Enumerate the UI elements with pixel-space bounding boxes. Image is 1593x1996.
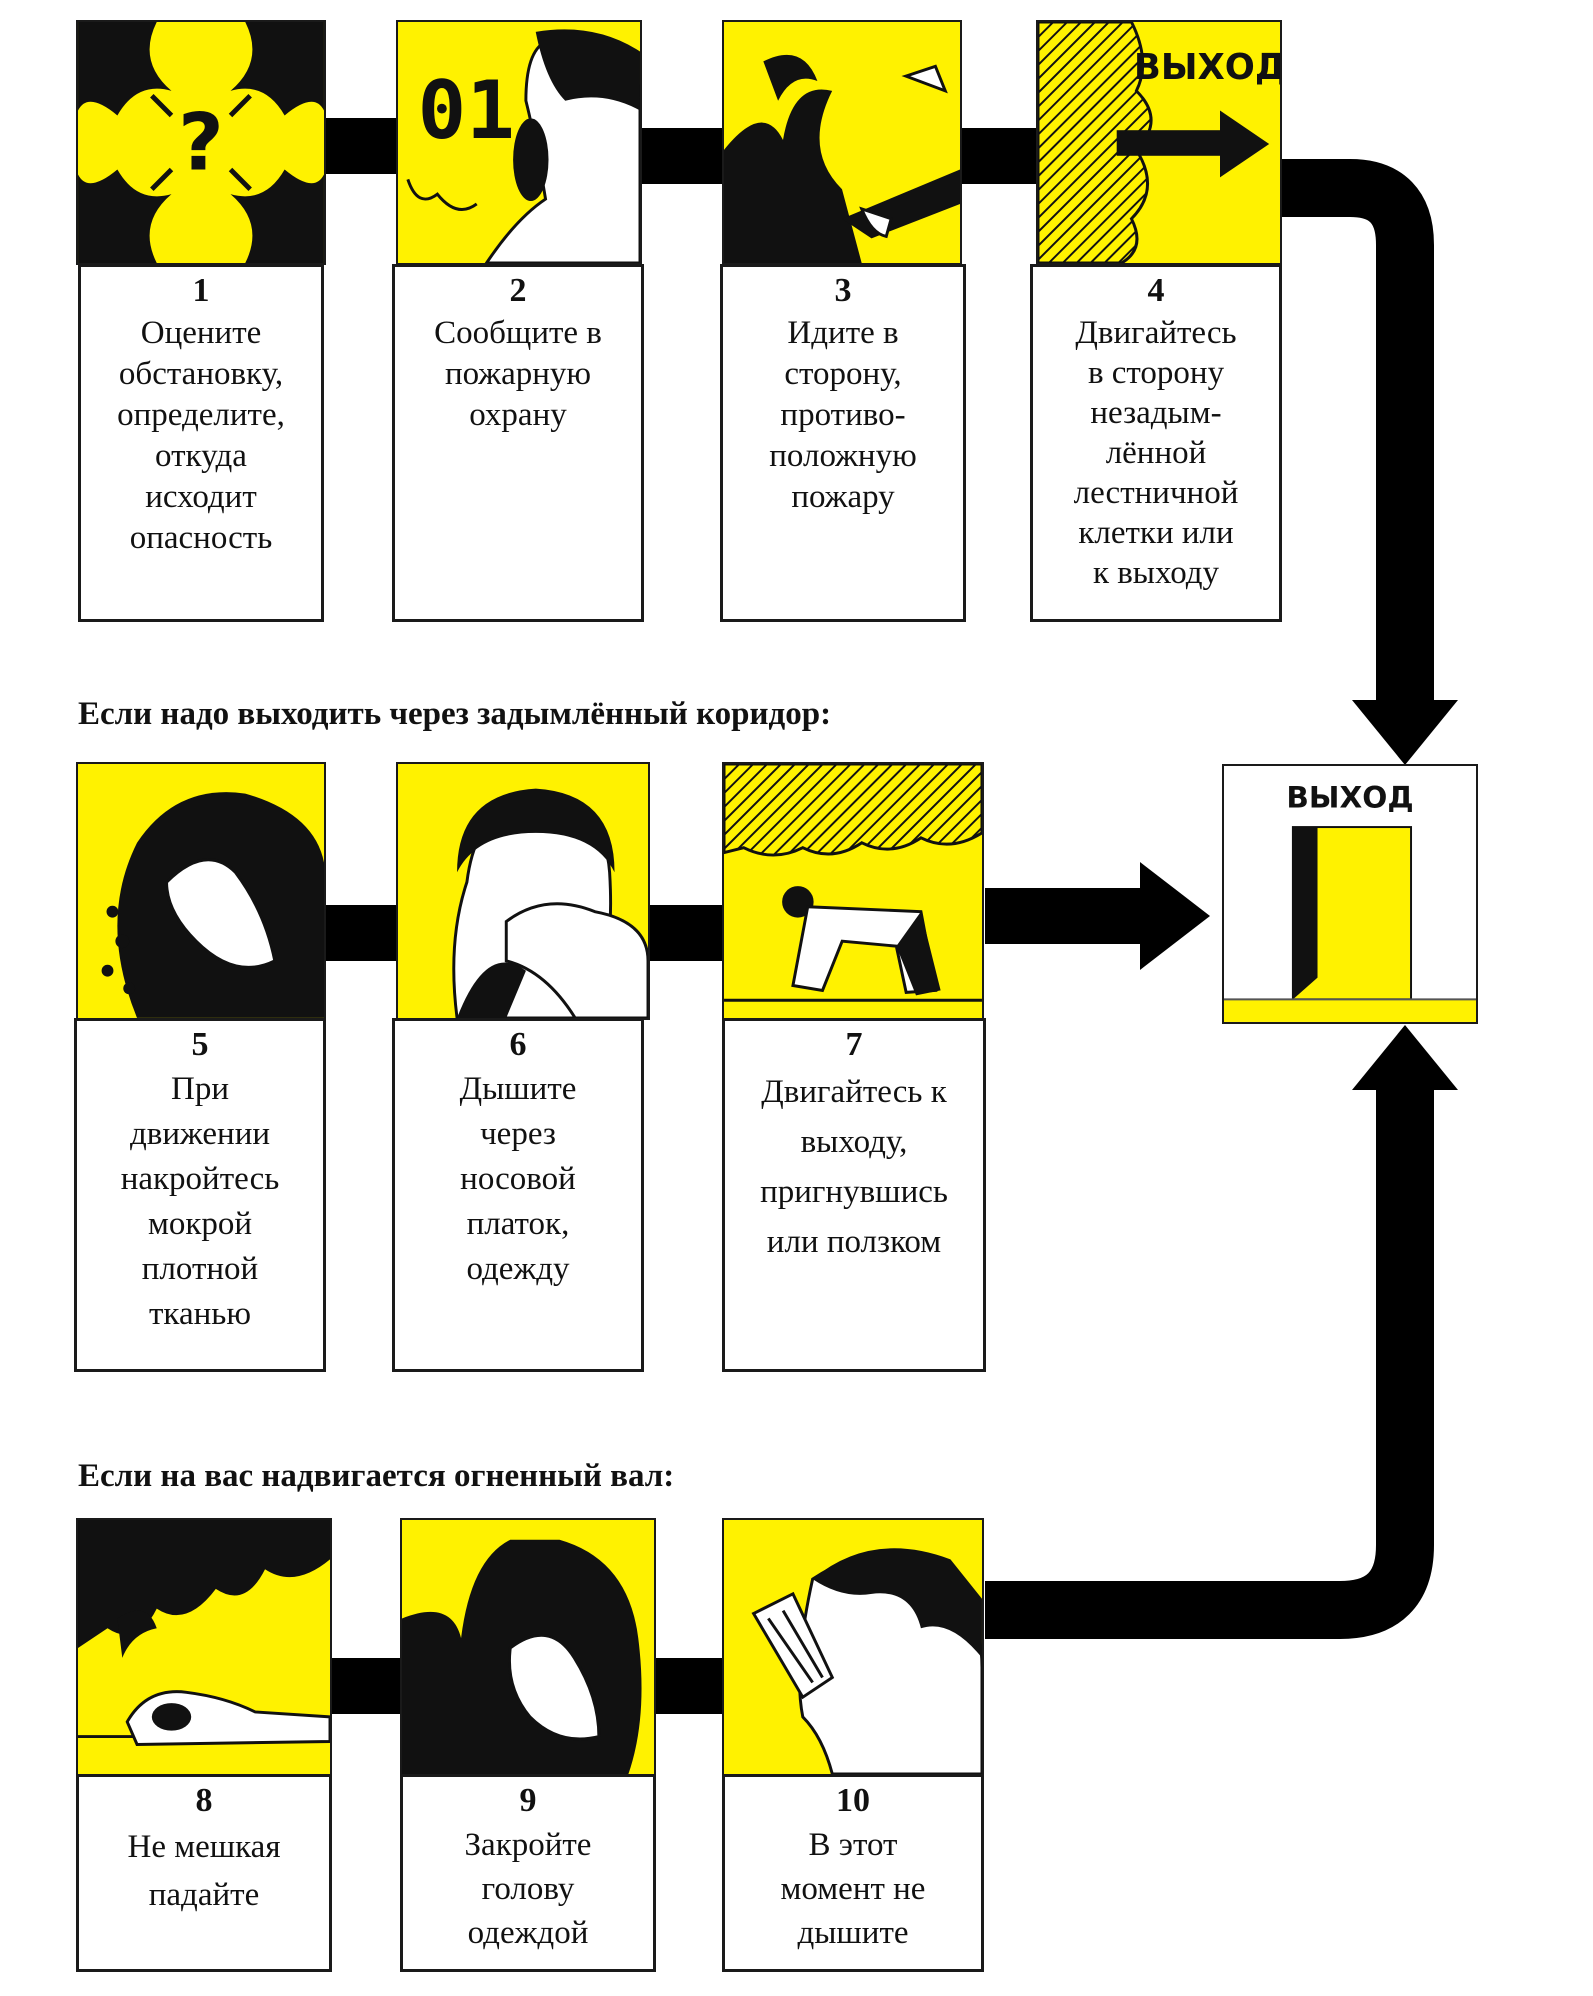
connector-1-2 xyxy=(324,118,398,174)
step-10-illustration xyxy=(722,1518,984,1776)
step-text: Двигайтесь в сторону незадым- лённой лес… xyxy=(1073,315,1239,591)
breathe-through-cloth-icon xyxy=(398,764,648,1018)
arrow-row2-shaft xyxy=(985,888,1145,944)
svg-text:?: ? xyxy=(178,97,224,189)
step-text: Идите в сторону, противо- положную пожар… xyxy=(769,315,917,515)
drop-down-icon xyxy=(78,1520,330,1774)
step-text: Не мешкая падайте xyxy=(127,1829,281,1913)
section-heading-fire-wall: Если на вас надвигается огненный вал: xyxy=(78,1458,675,1494)
step-6-illustration xyxy=(396,762,650,1020)
step-text: Сообщите в пожарную охрану xyxy=(434,315,602,433)
section-heading-smoky-corridor: Если надо выходить через задымлённый кор… xyxy=(78,696,832,732)
step-card: 8 Не мешкая падайте xyxy=(76,1774,332,1972)
step-number: 3 xyxy=(834,272,852,309)
step-2-illustration: 01 xyxy=(396,20,642,265)
step-number: 4 xyxy=(1147,272,1165,309)
connector-2-3 xyxy=(640,128,725,184)
step-5-illustration xyxy=(76,762,326,1020)
step-text: Дышите через носовой платок, одежду xyxy=(459,1071,577,1287)
step-card: 5 При движении накройтесь мокрой плотной… xyxy=(74,1018,326,1372)
hold-breath-icon xyxy=(724,1520,982,1774)
phone-number-label: 01 xyxy=(418,64,515,158)
arrowhead-right xyxy=(1140,862,1210,970)
connector-5-6 xyxy=(324,905,398,961)
danger-assessment-icon: ? xyxy=(78,22,324,263)
step-number: 6 xyxy=(509,1026,527,1063)
step-card: 1 Оцените обстановку, определите, откуда… xyxy=(78,264,324,622)
step-number: 9 xyxy=(519,1782,537,1819)
step-4-illustration: ВЫХОД xyxy=(1036,20,1282,265)
step-text: Оцените обстановку, определите, откуда и… xyxy=(117,315,285,556)
exit-arrow-icon: ВЫХОД xyxy=(1038,22,1280,263)
exit-door-icon: ВЫХОД xyxy=(1224,766,1476,1022)
crawl-icon xyxy=(724,764,982,1018)
step-8-illustration xyxy=(76,1518,332,1776)
step-3-illustration xyxy=(722,20,962,265)
step-card: 10 В этот момент не дышите xyxy=(722,1774,984,1972)
step-text: Закройте голову одеждой xyxy=(464,1827,592,1951)
connector-8-9 xyxy=(330,1658,402,1714)
wet-cloth-icon xyxy=(78,764,324,1018)
arrow-row3-to-exit xyxy=(985,1090,1434,1639)
step-9-illustration xyxy=(400,1518,656,1776)
step-text: В этот момент не дышите xyxy=(780,1827,926,1951)
step-number: 2 xyxy=(509,272,527,309)
step-7-illustration xyxy=(722,762,984,1020)
cover-head-icon xyxy=(402,1520,654,1774)
step-1-illustration: ? xyxy=(76,20,326,265)
step-card: 3 Идите в сторону, противо- положную пож… xyxy=(720,264,966,622)
step-card: 6 Дышите через носовой платок, одежду xyxy=(392,1018,644,1372)
walk-away-icon xyxy=(724,22,960,263)
step-card: 9 Закройте голову одеждой xyxy=(400,1774,656,1972)
connector-3-4 xyxy=(960,128,1040,184)
step-card: 7 Двигайтесь к выходу, пригнувшись или п… xyxy=(722,1018,986,1372)
phone-call-icon: 01 xyxy=(398,22,640,263)
step-text: При движении накройтесь мокрой плотной т… xyxy=(120,1071,280,1332)
arrowhead-down xyxy=(1352,700,1458,765)
arrow-row1-to-exit xyxy=(1280,159,1434,700)
exit-door-illustration: ВЫХОД xyxy=(1222,764,1478,1024)
arrowhead-up xyxy=(1352,1025,1458,1090)
step-text: Двигайтесь к выходу, пригнувшись или пол… xyxy=(760,1074,948,1260)
step-card: 4 Двигайтесь в сторону незадым- лённой л… xyxy=(1030,264,1282,622)
step-number: 10 xyxy=(836,1782,870,1819)
connector-9-10 xyxy=(652,1658,724,1714)
step-number: 1 xyxy=(192,272,210,309)
exit-sign-text: ВЫХОД xyxy=(1134,47,1280,88)
exit-door-sign: ВЫХОД xyxy=(1286,780,1413,814)
step-number: 8 xyxy=(195,1782,213,1819)
step-number: 5 xyxy=(191,1026,209,1063)
step-number: 7 xyxy=(845,1026,863,1063)
step-card: 2 Сообщите в пожарную охрану xyxy=(392,264,644,622)
connector-6-7 xyxy=(645,905,725,961)
